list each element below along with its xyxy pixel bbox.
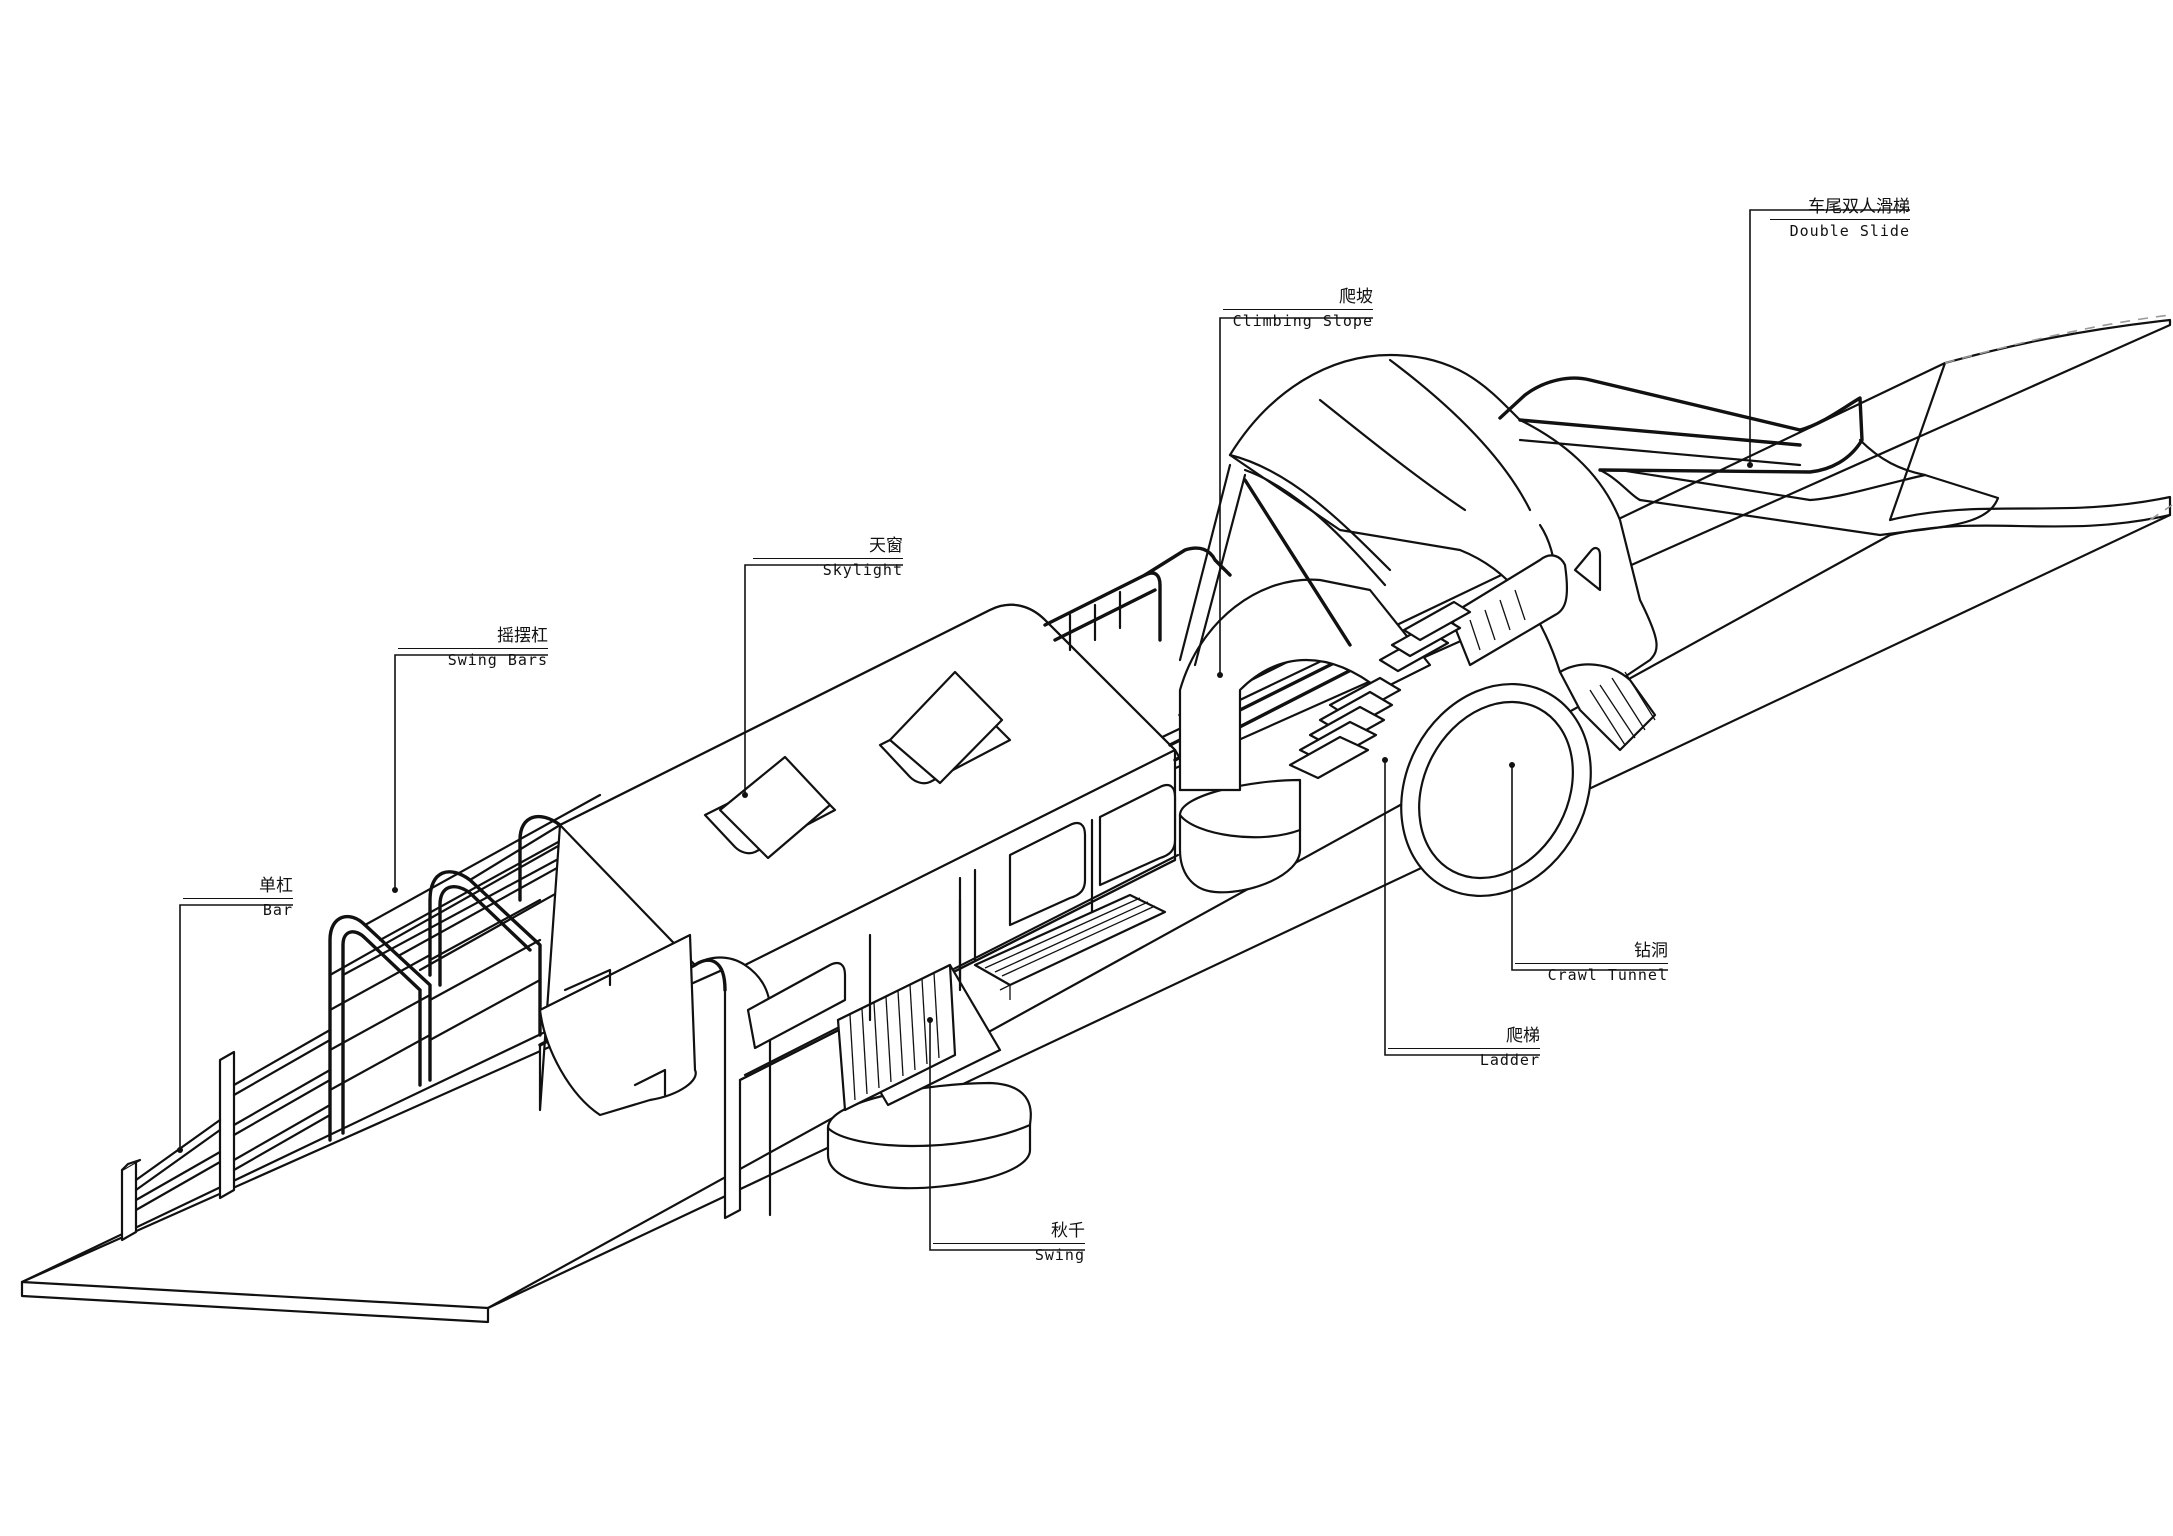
leader-lines [177,209,1910,1251]
double-slide-label-zh: 车尾双人滑梯 [1808,197,1910,217]
skylight-callout: 天窗 Skylight [753,535,903,581]
swing-bars-callout: 摇摆杠 Swing Bars [398,625,548,671]
swing-bars-frame [328,793,662,1142]
swing-seat [836,898,1002,1112]
crawl-tunnel-callout: 钻洞 Crawl Tunnel [1515,940,1668,986]
callout-rule [1223,309,1373,310]
double-slide-label-en: Double Slide [1789,222,1910,240]
callout-rule [183,898,293,899]
swing-label-zh: 秋千 [1051,1221,1085,1241]
climbing-slope-label-en: Climbing Slope [1232,312,1373,330]
front-box [538,933,697,1117]
ladder-label-zh: 爬梯 [1506,1026,1540,1046]
swing-bars-label-en: Swing Bars [447,651,548,669]
callout-rule [1515,963,1668,964]
callout-rule [933,1243,1085,1244]
climbing-slope-callout: 爬坡 Climbing Slope [1223,286,1373,332]
bar-callout: 单杠 Bar [183,875,293,921]
swing-label-en: Swing [1034,1246,1085,1264]
ladder-callout: 爬梯 Ladder [1388,1025,1540,1071]
skylight-label-en: Skylight [822,561,903,579]
climbing-slope-label-zh: 爬坡 [1339,287,1373,307]
callout-rule [1388,1048,1540,1049]
skylight-label-zh: 天窗 [869,536,903,556]
skylights [703,670,1012,860]
swing-callout: 秋千 Swing [933,1220,1085,1266]
bar-label-zh: 单杠 [259,876,293,896]
swing-bars-label-zh: 摇摆杠 [497,626,548,646]
double-slide-callout: 车尾双人滑梯 Double Slide [1770,196,1910,242]
crawl-tunnel-ring [1400,682,1592,898]
crawl-tunnel-label-zh: 钻洞 [1634,941,1668,961]
bus-body [538,603,1185,1220]
callout-rule [1770,219,1910,220]
callout-rule [753,558,903,559]
bus-windows [746,783,1177,1052]
bar-label-en: Bar [262,901,293,919]
bench [973,893,1167,1000]
callout-rule [398,648,548,649]
ladder-label-en: Ladder [1479,1051,1540,1069]
ladder-steps [1288,600,1472,780]
cabin [1228,353,1658,752]
crawl-tunnel-label-en: Crawl Tunnel [1547,966,1668,984]
double-slide [1498,376,2000,537]
